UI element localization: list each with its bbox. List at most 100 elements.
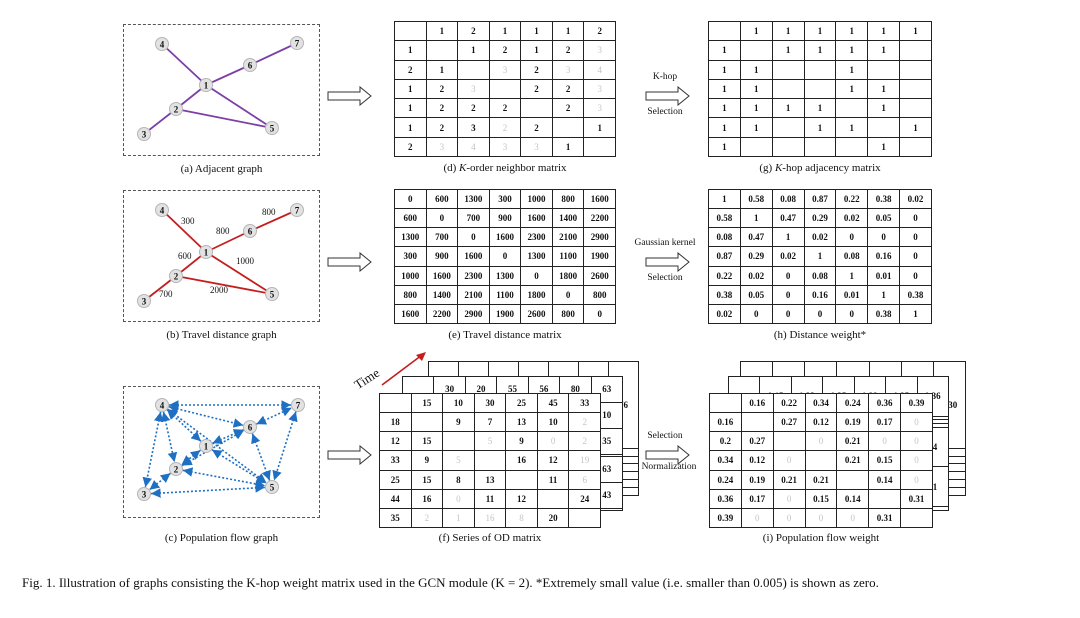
matrix-cell [803,78,837,100]
node-label: 4 [160,206,165,216]
node-4 [155,203,169,217]
matrix-cell: 1 [835,265,869,286]
matrix-cell: 1600 [457,246,490,267]
matrix-cell: 1600 [394,303,427,325]
edge-1-6 [205,230,251,253]
matrix-cell: 0.02 [835,208,869,229]
matrix-cell: 0.38 [899,284,932,305]
matrix-cell: 0 [771,265,805,286]
matrix-cell: 2100 [551,227,585,248]
matrix-cell [740,412,774,433]
matrix-cell: 1400 [425,284,459,305]
matrix-cell: 11 [536,469,570,490]
node-5 [265,480,279,494]
matrix-cell: 0 [425,208,459,229]
matrix-cell: 11 [473,488,507,509]
matrix-cell: 2600 [583,265,616,286]
matrix-cell [836,469,870,490]
hollow-arrow-icon [645,252,690,272]
hollow-arrow-icon [645,86,690,106]
matrix-cell: 2 [488,40,522,61]
matrix-cell: 1 [739,78,773,100]
matrix-cell: 35 [379,507,412,529]
matrix-cell: 0 [771,303,805,325]
matrix-cell [708,20,741,42]
caption-population-flow-graph: (c) Population flow graph [164,532,279,544]
matrix-cell: 1 [771,227,805,248]
matrix-cell: 1800 [551,265,585,286]
matrix-cell: 2 [457,20,490,42]
matrix-cell: 3 [583,78,616,100]
matrix-cell [771,136,805,158]
matrix-cell [900,507,933,529]
node-1 [199,78,213,92]
matrix-cell: 0.19 [836,412,870,433]
matrix-cell [739,40,773,61]
matrix-cell [803,136,837,158]
edge-4-2 [160,411,178,463]
node-label: 6 [248,423,253,433]
matrix-cell: 300 [488,188,522,210]
matrix-cell: 1 [583,117,616,138]
matrix-cell: 0.02 [899,188,932,210]
matrix-cell [868,488,902,509]
matrix-cell: 1 [457,40,490,61]
matrix-cell: 1 [835,20,869,42]
node-7 [290,36,304,50]
matrix-cell: 0.34 [804,392,838,414]
matrix-cell: 0 [583,303,616,325]
matrix-cell: 13 [505,412,538,433]
matrix-cell: 6 [568,469,601,490]
matrix-cell: 8 [505,507,538,529]
matrix-cell: 0.21 [836,431,870,452]
matrix-cell: 1 [803,20,837,42]
matrix-cell: 0.38 [867,188,901,210]
gaussian-kernel-label: Gaussian kernel [634,238,696,248]
matrix-cell: 0 [457,227,490,248]
matrix-cell: 1 [708,98,741,119]
matrix-cell: 0 [900,469,933,490]
matrix-cell: 2 [583,20,616,42]
node-label: 2 [174,272,179,282]
matrix-cell: 1 [899,303,932,325]
matrix-cell [583,136,616,158]
caption-od-matrix-series: (f) Series of OD matrix [438,532,542,544]
matrix-cell: 0.05 [867,208,901,229]
matrix-cell: 1800 [520,284,553,305]
matrix-cell [505,469,538,490]
matrix-cell: 0.08 [708,227,741,248]
matrix-cell: 0 [835,303,869,325]
matrix-cell: 45 [536,392,570,414]
matrix-cell: 9 [505,431,538,452]
matrix-cell: 2 [568,431,601,452]
matrix-cell: 2 [568,412,601,433]
node-1 [199,245,213,259]
matrix-cell: 600 [394,208,427,229]
node-label: 5 [270,124,275,134]
matrix-cell: 0.22 [708,265,741,286]
matrix-cell: 0.29 [739,246,773,267]
matrix-cell: 1300 [520,246,553,267]
matrix-cell [410,412,444,433]
matrix-cell: 2300 [457,265,490,286]
caption-distance-weight-matrix: (h) Distance weight* [773,329,867,341]
matrix-cell: 33 [379,450,412,471]
matrix-cell: 9 [410,450,444,471]
matrix-cell: 700 [425,227,459,248]
matrix-cell: 3 [520,136,553,158]
matrix-cell: 0 [804,431,838,452]
matrix-cell: 1300 [488,265,522,286]
